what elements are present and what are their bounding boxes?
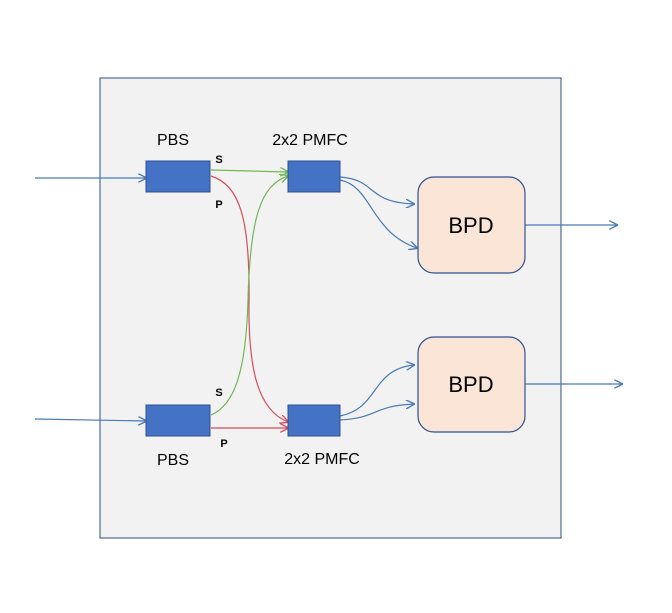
pbs-top-s-port-label: S [215,154,222,166]
enclosure-box [99,77,562,539]
s-path-bottom [210,176,288,416]
pbs-top-label: PBS [157,132,189,149]
pbs-bottom-p-port-label: P [220,438,227,450]
bpd-bottom-label: BPD [448,372,493,397]
p-path-top [210,175,288,422]
pmfc-top-output-1 [339,176,414,204]
pmfc-top-block [287,160,341,193]
pbs-bottom-block [145,404,211,437]
pbs-bottom-label: PBS [157,452,189,469]
bpd-top-label: BPD [448,213,493,238]
pbs-top-p-port-label: P [215,199,222,211]
pmfc-bottom-output-1 [339,365,414,417]
pmfc-bottom-output-2 [339,404,414,421]
bpd-top-box [417,176,526,274]
pmfc-top-output-2 [339,179,417,248]
pmfc-top-label: 2x2 PMFC [272,132,348,149]
bpd-bottom-box [417,336,526,433]
s-path-top [210,170,288,172]
pmfc-bottom-label: 2x2 PMFC [284,451,360,468]
pbs-top-block [145,160,211,193]
pbs-bottom-s-port-label: S [215,387,222,399]
input-fiber-bottom [34,419,146,421]
pmfc-bottom-block [287,404,341,437]
